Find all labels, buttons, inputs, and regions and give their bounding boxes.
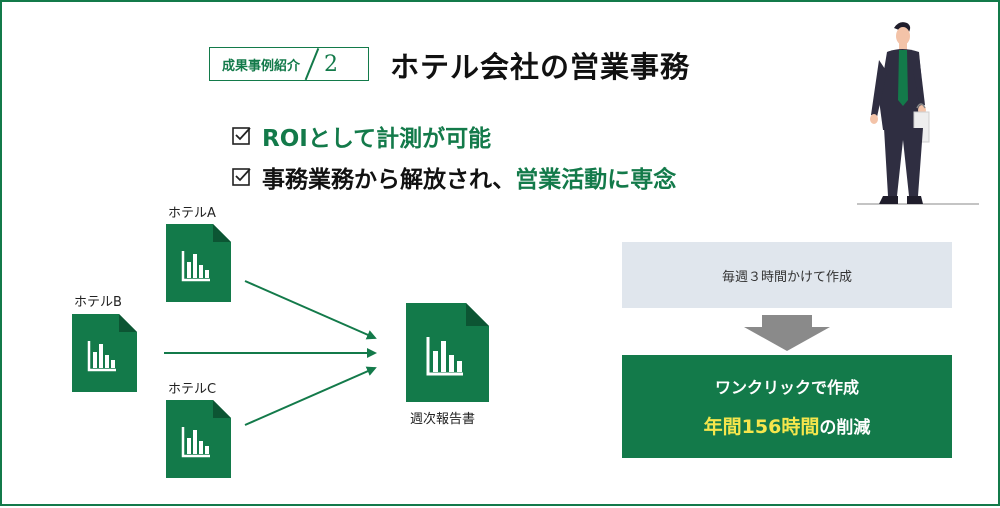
case-study-number: 2 <box>324 51 339 77</box>
before-box: 毎週３時間かけて作成 <box>622 242 952 308</box>
spreadsheet-file-icon <box>72 314 137 392</box>
reduction-suffix: の削減 <box>819 418 871 438</box>
after-text: ワンクリックで作成 <box>714 378 859 397</box>
spreadsheet-file-icon <box>406 303 489 402</box>
file-label-hotel-a: ホテルA <box>168 206 216 221</box>
reduction-text: 年間156時間の削減 <box>704 412 871 439</box>
check-item-text: ROIとして計測が可能 <box>262 126 492 152</box>
case-study-tag: 成果事例紹介 2 <box>209 47 369 81</box>
check-item-roi: ROIとして計測が可能 <box>232 119 491 153</box>
checkbox-icon <box>232 127 251 145</box>
page-title: ホテル会社の営業事務 <box>390 50 691 84</box>
check-item-text: 事務業務から解放され、 <box>262 167 516 193</box>
after-box: ワンクリックで作成 年間156時間の削減 <box>622 355 952 458</box>
file-label-weekly-report: 週次報告書 <box>410 412 476 427</box>
file-label-hotel-c: ホテルC <box>168 382 217 397</box>
checkbox-icon <box>232 168 251 186</box>
check-item-highlight: 営業活動に専念 <box>515 167 677 193</box>
case-study-label: 成果事例紹介 <box>222 58 301 74</box>
down-arrow-icon <box>744 315 830 351</box>
spreadsheet-file-icon <box>166 224 231 302</box>
check-item-freedom: 事務業務から解放され、営業活動に専念 <box>232 160 676 194</box>
reduction-highlight: 年間156時間 <box>703 416 820 438</box>
businessman-illustration <box>857 22 979 205</box>
spreadsheet-file-icon <box>166 400 231 478</box>
before-text: 毎週３時間かけて作成 <box>721 269 852 285</box>
file-label-hotel-b: ホテルB <box>74 295 122 310</box>
arrow-c-to-report <box>244 366 377 426</box>
arrow-a-to-report <box>244 280 377 340</box>
